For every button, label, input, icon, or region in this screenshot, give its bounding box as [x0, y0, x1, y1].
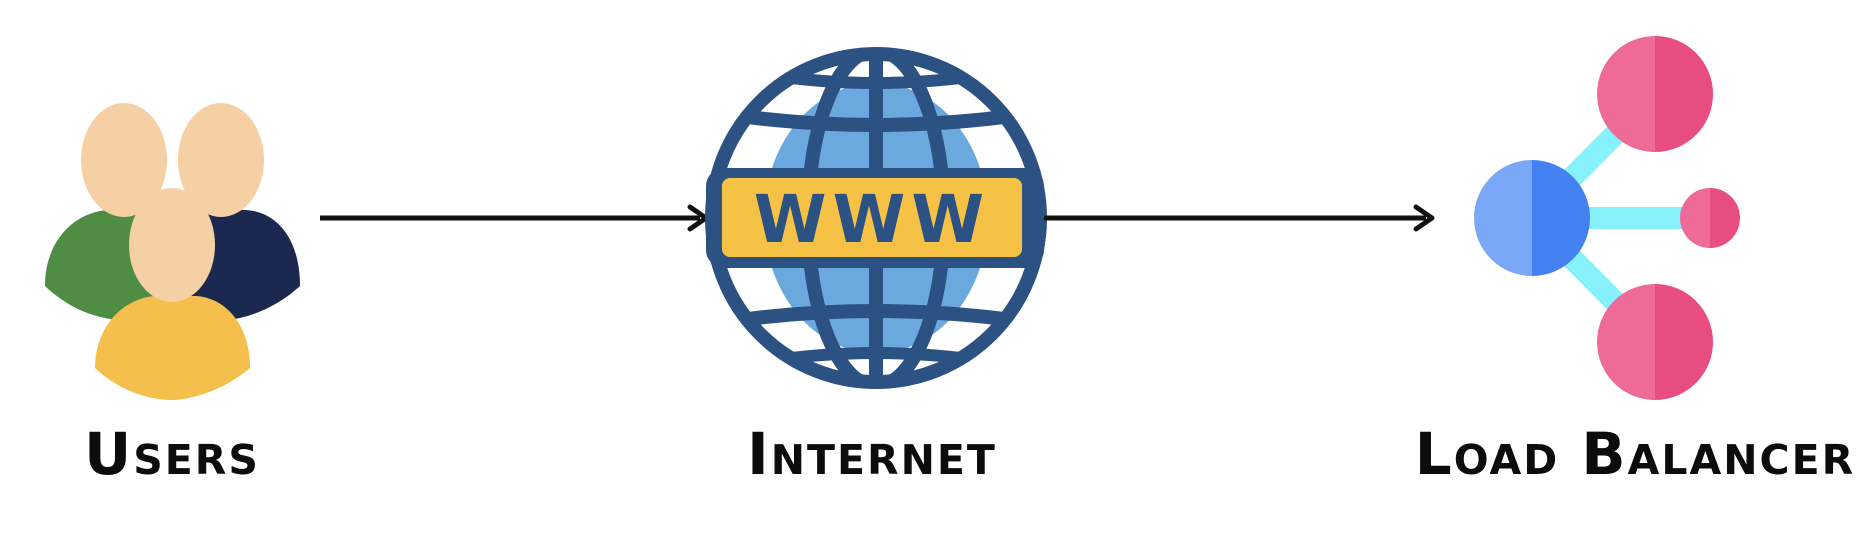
users-group-icon	[45, 103, 300, 400]
www-bar	[722, 178, 1022, 257]
lb-node-top	[1597, 36, 1713, 152]
user-body-yellow	[95, 296, 250, 400]
label-load-balancer: Load Balancer	[1415, 420, 1855, 488]
load-balancer-network-icon	[1474, 36, 1740, 400]
www-text: WWW	[754, 181, 990, 258]
lb-node-small	[1680, 188, 1740, 248]
lb-node-bottom	[1597, 284, 1713, 400]
label-internet: Internet	[747, 420, 997, 488]
lb-node-center	[1474, 160, 1590, 276]
label-users: Users	[84, 420, 260, 488]
user-head-back-left	[81, 103, 167, 217]
arrow-internet-to-load-balancer	[1044, 204, 1435, 232]
user-head-back-right	[178, 103, 264, 217]
globe-www-icon: WWW	[705, 47, 1047, 389]
user-head-front	[129, 188, 215, 302]
arrow-users-to-internet	[320, 204, 709, 232]
